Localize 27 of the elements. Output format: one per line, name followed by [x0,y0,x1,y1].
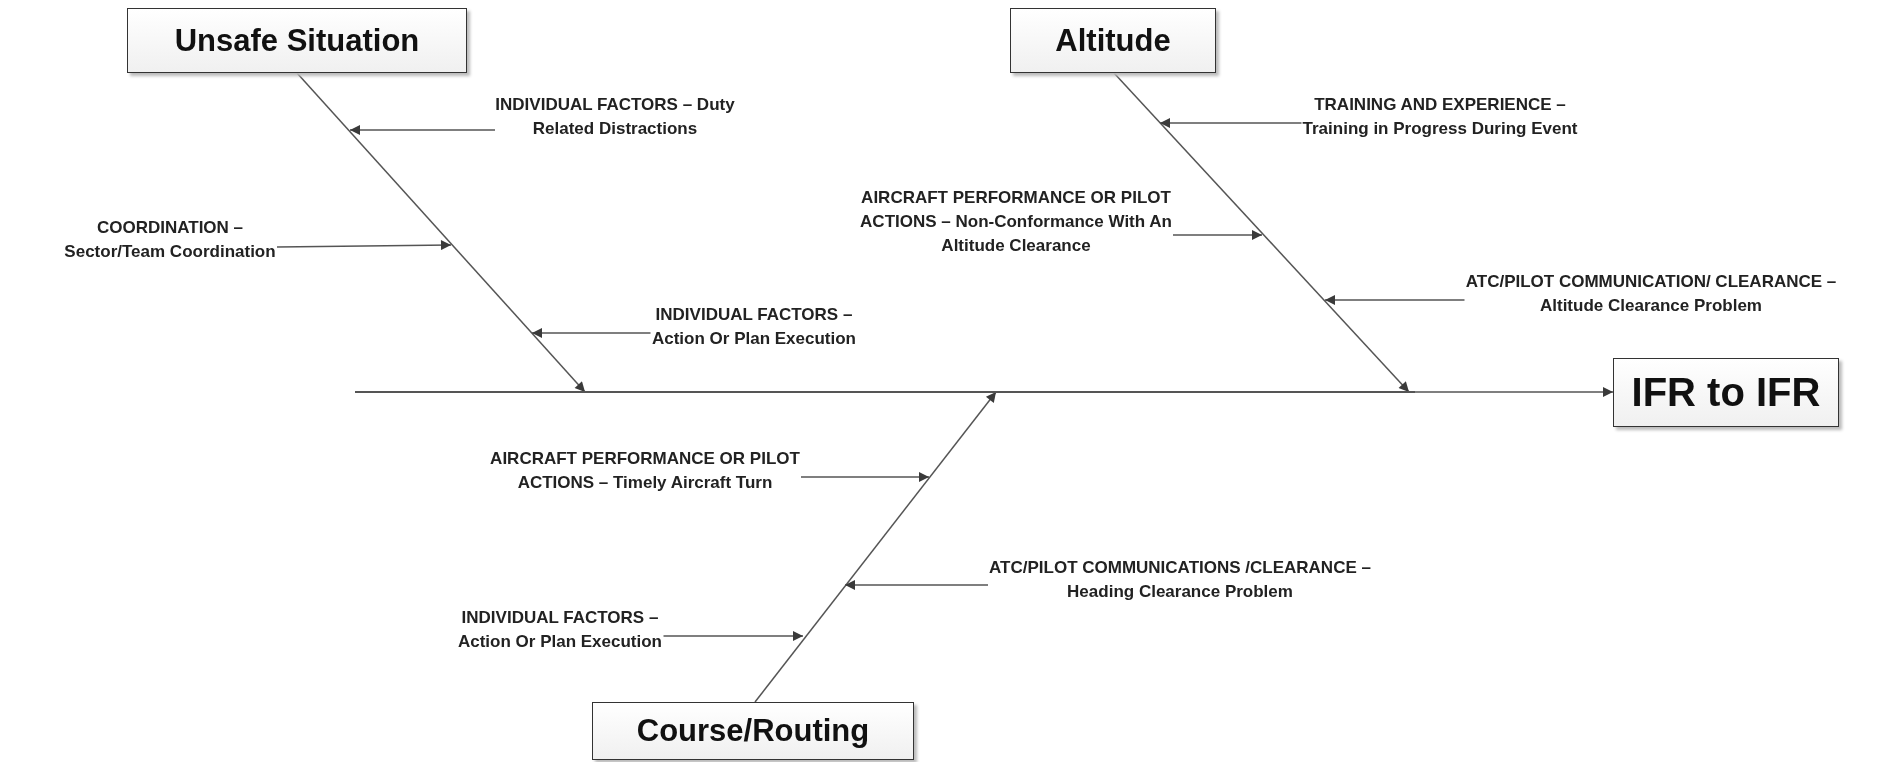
arrow [662,631,804,641]
arrow [754,391,997,703]
arrow [1324,295,1466,305]
arrow [844,580,989,590]
cause-label: AIRCRAFT PERFORMANCE OR PILOT ACTIONS – Timely Aircraft Turn [489,447,801,495]
arrow [1159,118,1303,128]
arrow [296,72,586,393]
arrow [1172,230,1263,240]
cause-label: TRAINING AND EXPERIENCE – Training in Progress During Event [1301,93,1579,141]
arrow [531,328,652,338]
arrow [276,240,452,251]
cause-label: INDIVIDUAL FACTORS – Action Or Plan Execution [650,303,858,351]
category-box: Unsafe Situation [127,8,467,73]
arrow [800,472,930,482]
cause-label: COORDINATION – Sector/Team Coordination [63,216,277,264]
cause-label: INDIVIDUAL FACTORS – Action Or Plan Execution [456,606,664,654]
category-box: Course/Routing [592,702,914,760]
category-box: Altitude [1010,8,1216,73]
arrow [1113,72,1410,393]
effect-box: IFR to IFR [1613,358,1839,427]
arrow [1414,387,1614,397]
cause-label: ATC/PILOT COMMUNICATIONS /CLEARANCE – Heading Clearance Problem [988,556,1372,604]
cause-label: AIRCRAFT PERFORMANCE OR PILOT ACTIONS – Non-Conformance With An Altitude Clearance [859,186,1173,258]
arrow [349,125,496,135]
spine-line [355,391,1415,393]
cause-label: ATC/PILOT COMMUNICATION/ CLEARANCE – Altitude Clearance Problem [1464,270,1838,318]
cause-label: INDIVIDUAL FACTORS – Duty Related Distractions [495,93,735,141]
